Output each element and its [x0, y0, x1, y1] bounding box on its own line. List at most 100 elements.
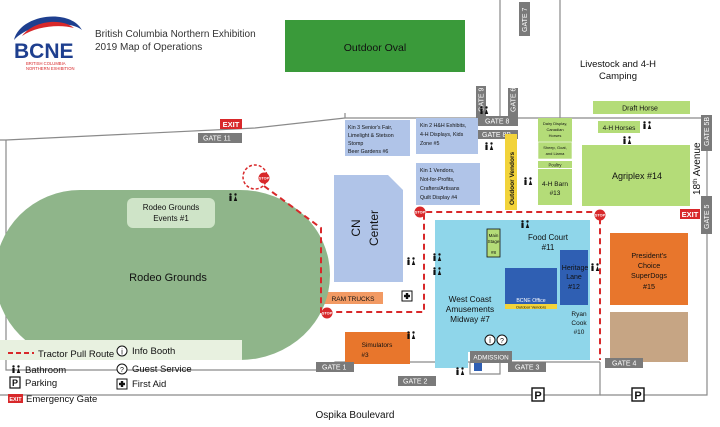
- kin1-building: [416, 163, 480, 205]
- outdoor-vendors-strip: [505, 134, 517, 210]
- info-icon: [116, 345, 128, 357]
- exit-icon: [8, 394, 23, 403]
- gate-2: GATE 2: [398, 376, 436, 386]
- parking-icon: [9, 376, 21, 389]
- svg-text:Draft Horse: Draft Horse: [622, 106, 658, 113]
- svg-text:STOP: STOP: [322, 312, 333, 316]
- h4-horses-area: [598, 121, 640, 133]
- svg-text:West Coast: West Coast: [449, 294, 492, 304]
- svg-text:Kin 1 Vendors,: Kin 1 Vendors,: [420, 168, 454, 174]
- svg-text:4-H Horses: 4-H Horses: [603, 125, 637, 132]
- livestock-label-1: Livestock and 4-H: [580, 59, 656, 70]
- bathroom-icon: [591, 263, 600, 271]
- svg-text:Zone #5: Zone #5: [420, 141, 439, 147]
- svg-text:Guest Service: Guest Service: [132, 364, 192, 375]
- svg-text:EXIT: EXIT: [223, 120, 240, 129]
- h4-barn-area: [538, 169, 572, 205]
- simulators-area: [345, 332, 410, 364]
- svg-text:Rodeo Grounds: Rodeo Grounds: [143, 203, 199, 212]
- parking-sign-1: P: [531, 387, 545, 402]
- cn-center-building: [334, 175, 403, 282]
- svg-text:STOP: STOP: [259, 177, 270, 181]
- svg-text:Kin 2 H&H Exhibits,: Kin 2 H&H Exhibits,: [420, 123, 466, 129]
- svg-text:GATE 7: GATE 7: [522, 8, 529, 32]
- bcne-office-building: [505, 268, 557, 304]
- logo-subtext-2: NORTHERN EXHIBITION: [26, 66, 75, 71]
- heritage-lane-building: [560, 250, 588, 305]
- svg-text:Choice: Choice: [638, 261, 660, 270]
- svg-text:P: P: [634, 390, 641, 402]
- svg-text:GATE 1: GATE 1: [322, 365, 346, 372]
- svg-text:Amusements: Amusements: [446, 304, 494, 314]
- svg-text:Lane: Lane: [566, 274, 582, 281]
- svg-text:GATE 5: GATE 5: [704, 205, 711, 229]
- kin2-building: [416, 118, 478, 154]
- bathroom-icon: [623, 136, 632, 144]
- svg-text:Stomp: Stomp: [348, 141, 363, 147]
- agriplex-label: Agriplex #14: [612, 171, 662, 181]
- svg-text:#11: #11: [542, 243, 555, 252]
- ram-trucks-area: [323, 292, 383, 304]
- rodeo-grounds-label: Rodeo Grounds: [129, 272, 207, 284]
- rodeo-grounds-track: [0, 190, 330, 360]
- bathroom-icon: [407, 331, 416, 339]
- kin3-building: [345, 120, 410, 156]
- logo-subtext-1: BRITISH COLUMBIA: [26, 61, 66, 66]
- svg-text:Crafters/Artisans: Crafters/Artisans: [420, 186, 460, 192]
- svg-text:Stage: Stage: [488, 239, 500, 244]
- svg-text:Bathroom: Bathroom: [25, 365, 66, 376]
- header-title-2: 2019 Map of Operations: [95, 42, 202, 53]
- svg-text:GATE 4: GATE 4: [612, 361, 636, 368]
- svg-text:GATE 6: GATE 6: [511, 88, 518, 112]
- stop-sign-start: STOP: [258, 172, 270, 184]
- svg-text:Tractor Pull Route: Tractor Pull Route: [38, 349, 114, 360]
- svg-text:Outdoor Vendors: Outdoor Vendors: [516, 304, 546, 309]
- svg-text:EXIT: EXIT: [9, 397, 22, 403]
- svg-text:STOP: STOP: [595, 214, 606, 218]
- svg-text:4-H Displays, Kids: 4-H Displays, Kids: [420, 132, 464, 138]
- gate-7: GATE 7: [519, 2, 530, 36]
- svg-text:SuperDogs: SuperDogs: [631, 271, 667, 280]
- svg-text:Events #1: Events #1: [153, 214, 189, 223]
- boulevard-label: Ospika Boulevard: [316, 410, 395, 421]
- guest-service-icon: ?: [496, 334, 508, 346]
- svg-text:Heritage: Heritage: [562, 265, 589, 272]
- svg-text:Beer Gardens #6: Beer Gardens #6: [348, 149, 388, 155]
- outdoor-oval-area: [285, 20, 465, 72]
- gate-8b: GATE 8B: [476, 130, 518, 139]
- gate-1: GATE 1: [316, 362, 354, 372]
- svg-text:Poultry: Poultry: [548, 163, 562, 168]
- svg-text:RAM TRUCKS: RAM TRUCKS: [332, 296, 376, 303]
- stop-sign-cn: STOP: [414, 206, 426, 218]
- svg-text:President's: President's: [631, 251, 667, 260]
- svg-text:GATE 9: GATE 9: [479, 88, 486, 112]
- legend: Bathroom P Parking EXIT Emergency Gate T…: [8, 345, 192, 405]
- exit-sign-gate-11: EXIT: [220, 119, 242, 129]
- svg-text:Outdoor Vendors: Outdoor Vendors: [509, 152, 516, 205]
- svg-text:4-H Barn: 4-H Barn: [542, 181, 568, 188]
- svg-text:Canadian: Canadian: [546, 127, 563, 132]
- agriplex-area: [582, 145, 690, 206]
- svg-text:#8: #8: [491, 250, 497, 255]
- bathroom-icon: [456, 367, 465, 375]
- bathroom-icon: [485, 142, 494, 150]
- main-stage-area: [486, 228, 501, 258]
- draft-horse-area: [593, 101, 690, 114]
- exit-sign-gate-5: EXIT: [680, 209, 700, 219]
- svg-text:Main: Main: [489, 233, 499, 238]
- svg-text:ADMISSION: ADMISSION: [473, 355, 509, 362]
- svg-text:i: i: [489, 336, 491, 345]
- svg-text:Horses: Horses: [549, 133, 562, 138]
- svg-text:GATE 11: GATE 11: [203, 136, 231, 143]
- svg-text:and Llama: and Llama: [546, 151, 565, 156]
- svg-text:Dairy Display,: Dairy Display,: [543, 121, 567, 126]
- gate-3: GATE 3: [508, 362, 546, 372]
- livestock-label-2: Camping: [599, 71, 637, 82]
- svg-text:Ryan: Ryan: [571, 311, 587, 318]
- guest-service-legend-icon: [116, 363, 128, 375]
- first-aid-icon: [401, 290, 413, 302]
- svg-text:Not-for-Profits,: Not-for-Profits,: [420, 177, 454, 183]
- bathroom-icon: [643, 121, 652, 129]
- rodeo-events-area: [127, 198, 215, 228]
- bathroom-icon: [524, 177, 533, 185]
